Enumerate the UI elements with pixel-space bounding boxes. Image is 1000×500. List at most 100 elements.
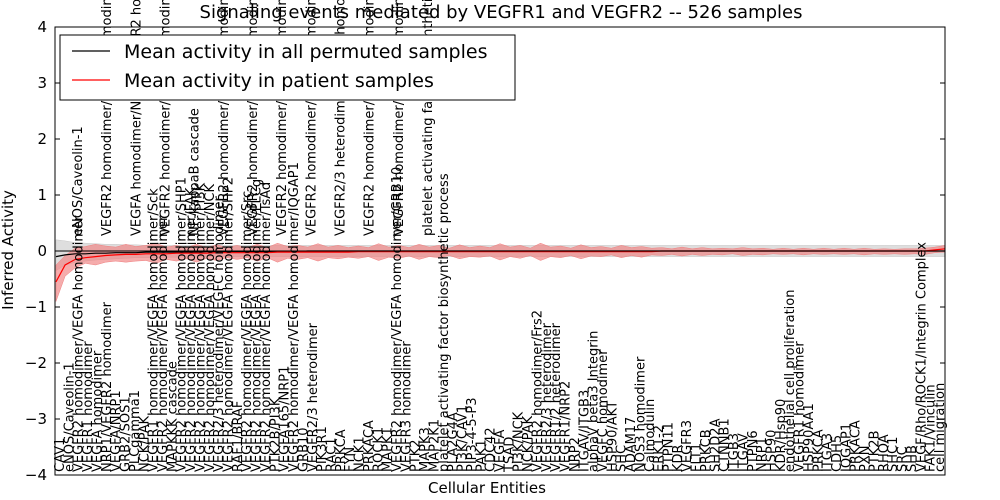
x-tick-label: VEGFR2/3 heterodimer xyxy=(540,322,555,472)
x-tick-label: VEGFR2 homodimer/VEGFA homodimer/GRB10 xyxy=(390,167,405,472)
legend-label-patient: Mean activity in patient samples xyxy=(124,70,434,92)
x-tick-label: cell migration xyxy=(933,383,948,472)
x-tick-label: CTNNB1 xyxy=(718,418,733,472)
x-tick-label: VEGFR2 homodimer/Frs2 xyxy=(530,310,545,472)
x-tick-label: NRP1/VEGFR2 homodimer xyxy=(100,301,115,472)
x-tick-label: PLCgamma1 xyxy=(128,390,143,472)
x-tick-label: VEGFR2 homodimer/VEGFA homodimer/Src xyxy=(240,191,255,472)
x-tick-label: HSP90AA1 xyxy=(802,403,817,472)
upper-annotation-label: NF-kappaB cascade xyxy=(188,108,203,236)
x-tick-label: eNOS/Caveolin-1 xyxy=(62,362,77,472)
x-tick-label: PXN xyxy=(858,446,873,472)
x-tick-label: FYN xyxy=(343,447,358,472)
x-tick-label: ITGAV/ITGB3 xyxy=(577,390,592,472)
x-tick-label: VEGFR1/2 heterodimer xyxy=(549,322,564,472)
y-tick-label: −1 xyxy=(25,298,47,316)
y-tick-label: −4 xyxy=(25,466,47,484)
x-tick-label: PI3K/NCK xyxy=(512,411,527,472)
x-tick-label: PTPN11 xyxy=(662,422,677,472)
y-tick-label: 1 xyxy=(37,186,47,204)
x-tick-label: PTK2 xyxy=(409,439,424,472)
x-tick-label: VEGFA165/NRP1 xyxy=(278,366,293,472)
x-tick-label: VEGFR3 homodimer xyxy=(399,341,414,472)
x-tick-label: MAP2K1 xyxy=(428,419,443,472)
chart-title: Signaling events mediated by VEGFR1 and … xyxy=(200,2,803,23)
x-tick-label: ERK1-2 xyxy=(652,425,667,472)
x-tick-label: Calmodulin xyxy=(643,399,658,472)
x-tick-label: CAV1 xyxy=(53,438,68,472)
x-tick-label: ITGB3 xyxy=(727,433,742,472)
x-tick-label: VEGFR2/3 heterodimer xyxy=(306,322,321,472)
x-tick-label: SHC xyxy=(615,445,630,472)
y-tick-label: 4 xyxy=(37,18,47,36)
x-tick-label: VEGFA homodimer xyxy=(90,350,105,472)
x-tick-label: VEGFR2 homodimer/VEGFA homodimer/SHP1 xyxy=(175,177,190,472)
x-tick-label: ITGA3 xyxy=(821,433,836,472)
x-tick-label: IQGAP1 xyxy=(839,423,854,472)
x-tick-label: SRC xyxy=(896,446,911,472)
x-tick-label: VEGFA/NRP1 xyxy=(109,390,124,472)
x-tick-label: MAPKKK cascade xyxy=(165,361,180,472)
x-tick-label: FAK1/Vinculin xyxy=(924,384,939,472)
x-tick-label: alphaV beta3 Integrin xyxy=(587,331,602,472)
x-tick-label: VEGFR2 homodimer/VEGFA homodimer xyxy=(156,215,171,472)
x-tick-label: GRB10 xyxy=(296,427,311,472)
x-tick-label: PRKCB xyxy=(699,429,714,472)
legend: Mean activity in all permuted samples Me… xyxy=(59,34,516,101)
x-tick-label: PIK3R1 xyxy=(315,426,330,472)
x-tick-label: VEGFR2 homodimer/VEGFA homodimer/PI3K xyxy=(193,182,208,472)
x-tick-label: VEGFR2 homodimer/VEGFA homodimer/NCK xyxy=(203,183,218,472)
y-axis-label: Inferred Activity xyxy=(0,190,17,310)
x-tick-label: PRKCA xyxy=(811,429,826,472)
x-axis-label: Cellular Entities xyxy=(428,479,546,497)
x-tick-label: VEGF/Rho/ROCK1/Integrin Complex xyxy=(914,242,929,472)
x-tick-label: NCK1 xyxy=(353,436,368,472)
x-tick-label: NOS3 homodimer xyxy=(633,356,648,472)
x-tick-label: SHC1 xyxy=(886,437,901,472)
x-tick-label: endothelial cell proliferation xyxy=(783,290,798,473)
x-tick-label: RAF1/BRAF xyxy=(231,401,246,472)
x-tick-label: CDH5 xyxy=(830,435,845,472)
x-tick-label: HSP90/AKT xyxy=(605,401,620,472)
x-tick-label: MAPK3 xyxy=(418,427,433,472)
x-tick-label: PRKACA xyxy=(362,420,377,472)
x-tick-label: VEGFC homodimer xyxy=(596,349,611,472)
upper-annotation-label: eNOS/Caveolin-1 xyxy=(71,126,86,236)
x-tick-label: TSAD xyxy=(502,437,517,473)
x-tick-label: VEGFR1 homodimer xyxy=(793,341,808,472)
y-tick-label: −2 xyxy=(25,354,47,372)
x-tick-label: RAC1 xyxy=(325,437,340,472)
y-tick-label: 2 xyxy=(37,130,47,148)
x-tick-label: PI3K/CAV1 xyxy=(456,405,471,472)
x-tick-label: FLT1 xyxy=(690,443,705,472)
x-tick-label: VEGFR2 homodimer/VEGFA homodimer xyxy=(72,215,87,472)
x-tick-label: KDR/Hsp90 xyxy=(774,399,789,472)
x-tick-label: NRP2 xyxy=(568,437,583,472)
x-tick-label: CDC42 xyxy=(484,427,499,472)
x-tick-label: PRKACA xyxy=(849,420,864,472)
legend-box xyxy=(59,34,516,101)
x-tick-label: VEGFR3 xyxy=(680,420,695,472)
x-tick-label: VEGFR2 homodimer/VEGFA homodimer/FAK xyxy=(184,187,199,472)
x-tick-label: PTK2B xyxy=(868,431,883,473)
x-tick-label: HSP90 xyxy=(765,430,780,472)
x-tick-label: PTK2B/PI3K xyxy=(268,397,283,472)
x-tick-label: VEGFR2/3 heterodimer/VEGFC homodimer xyxy=(212,195,227,472)
x-tick-label: RHOA xyxy=(877,434,892,472)
x-tick-label: VEGFR1 homodimer/VEGFA homodimer/Sck xyxy=(147,188,162,472)
x-tick-label: NCK/PAK xyxy=(137,415,152,472)
x-tick-label: SHB xyxy=(905,445,920,472)
x-tick-label: PRKCA xyxy=(334,429,349,472)
x-tick-label: SH2D2A xyxy=(708,418,723,472)
x-tick-label: ADAM17 xyxy=(624,417,639,472)
y-tick-label: −3 xyxy=(25,410,47,428)
x-tick-label: PLA2G4A xyxy=(446,412,461,472)
x-tick-label: PTPN6 xyxy=(746,430,761,472)
x-tick-label: NCK/PAK xyxy=(521,415,536,472)
x-tick-label: VEGFR2 homodimer/VEGFA homodimer/TsAd xyxy=(259,182,274,472)
y-tick-label: 0 xyxy=(37,242,47,260)
x-tick-label: PIP3-4-5-P3 xyxy=(465,397,480,472)
